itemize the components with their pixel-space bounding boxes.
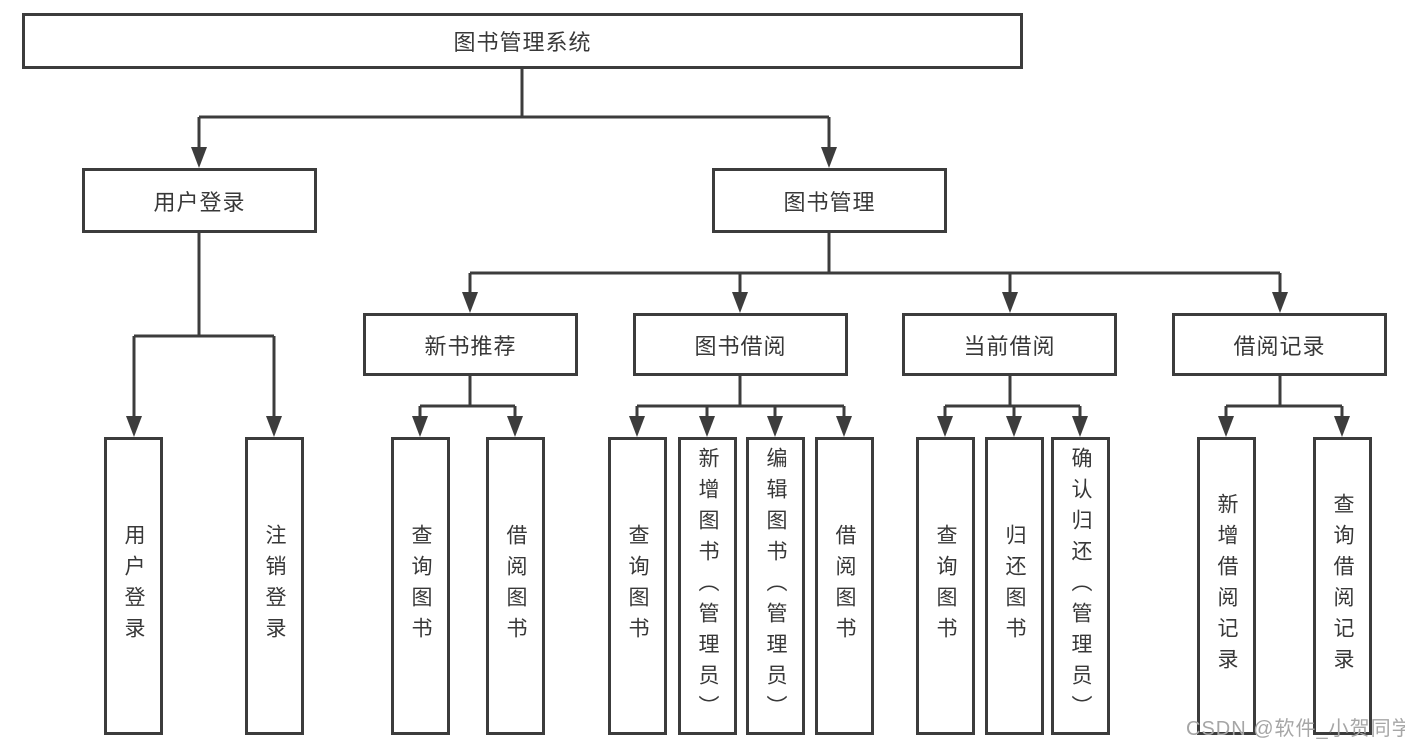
arrowheads [126, 147, 1350, 437]
arrowhead-icon [507, 416, 523, 437]
arrowhead-icon [462, 292, 478, 313]
arrowhead-icon [1272, 292, 1288, 313]
leaf-logout-login: 注销登录 [245, 437, 304, 735]
node-borrowing-records: 借阅记录 [1172, 313, 1387, 376]
node-book-borrowing: 图书借阅 [633, 313, 848, 376]
node-new-book-recommendation: 新书推荐 [363, 313, 578, 376]
leaf-add-books-admin: 新增图书（管理员） [678, 437, 737, 735]
leaf-query-books: 查询图书 [391, 437, 450, 735]
leaf-query-books: 查询图书 [608, 437, 667, 735]
node-book-management: 图书管理 [712, 168, 947, 233]
leaf-query-books: 查询图书 [916, 437, 975, 735]
arrowhead-icon [1072, 416, 1088, 437]
arrowhead-icon [266, 416, 282, 437]
arrowhead-icon [937, 416, 953, 437]
arrowhead-icon [1334, 416, 1350, 437]
leaf-borrow-books: 借阅图书 [486, 437, 545, 735]
node-current-borrowing: 当前借阅 [902, 313, 1117, 376]
leaf-edit-books-admin: 编辑图书（管理员） [746, 437, 805, 735]
arrowhead-icon [1218, 416, 1234, 437]
leaf-borrow-books: 借阅图书 [815, 437, 874, 735]
leaf-add-borrow-record: 新增借阅记录 [1197, 437, 1256, 735]
connector-stems [132, 68, 1344, 420]
leaf-return-books: 归还图书 [985, 437, 1044, 735]
arrowhead-icon [836, 416, 852, 437]
arrowhead-icon [412, 416, 428, 437]
arrowhead-icon [1006, 416, 1022, 437]
node-user-login: 用户登录 [82, 168, 317, 233]
arrowhead-icon [699, 416, 715, 437]
arrowhead-icon [821, 147, 837, 168]
arrowhead-icon [767, 416, 783, 437]
arrowhead-icon [629, 416, 645, 437]
leaf-confirm-return-admin: 确认归还（管理员） [1051, 437, 1110, 735]
arrowhead-icon [126, 416, 142, 437]
arrowhead-icon [732, 292, 748, 313]
watermark: CSDN @软件_小贺同学 [1186, 718, 1405, 740]
leaf-query-borrow-record: 查询借阅记录 [1313, 437, 1372, 735]
arrowhead-icon [1002, 292, 1018, 313]
leaf-user-login: 用户登录 [104, 437, 163, 735]
node-book-management-system: 图书管理系统 [22, 13, 1023, 69]
arrowhead-icon [191, 147, 207, 168]
